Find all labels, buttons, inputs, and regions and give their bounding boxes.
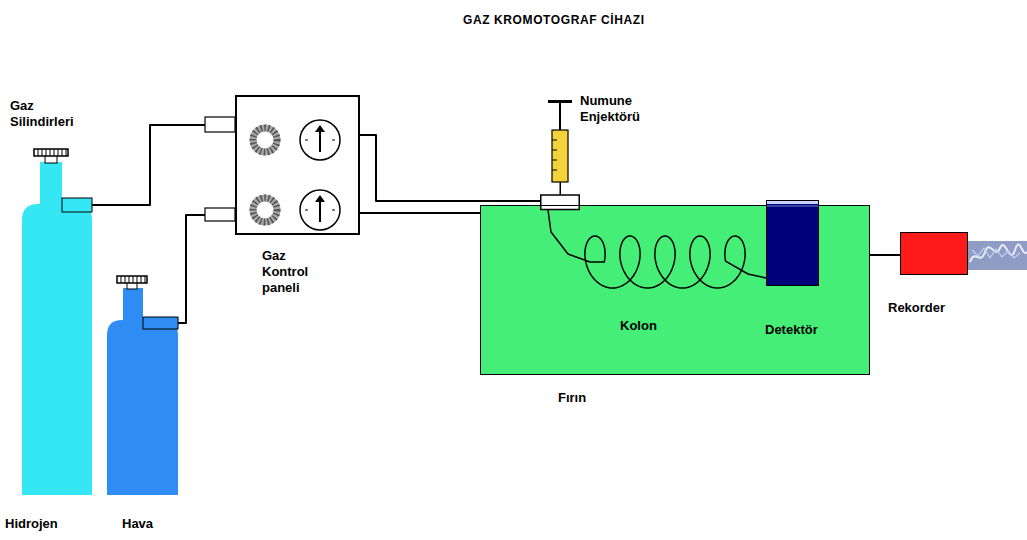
gas-line	[178, 215, 235, 323]
oven-label: Fırın	[558, 390, 586, 406]
drawing-part	[107, 320, 178, 495]
gas-line	[92, 125, 235, 205]
oven-box: FırınDetektör	[480, 205, 870, 375]
group-label: Gaz Silindirleri	[10, 98, 92, 130]
drawing-part	[253, 198, 277, 222]
drawing-part	[552, 130, 568, 182]
drawing-part	[319, 131, 321, 152]
drawing-part	[300, 120, 340, 160]
drawing-part	[123, 288, 143, 322]
node-shape	[540, 100, 580, 210]
drawing-part	[40, 162, 62, 206]
recorder-paper	[968, 241, 1027, 270]
detector-label: Detektör	[765, 322, 818, 338]
recorder-label: Rekorder	[888, 300, 945, 316]
drawing-part	[767, 201, 818, 204]
sample-injector: Numune Enjektörü	[540, 100, 580, 210]
recorder-trace	[970, 244, 1027, 262]
node-shape	[107, 275, 178, 495]
node-shape	[767, 201, 818, 285]
drawing-part	[559, 103, 561, 130]
gas-line	[870, 254, 900, 256]
drawing-part	[253, 198, 277, 222]
column-label: Kolon	[620, 318, 657, 334]
drawing-part	[143, 317, 178, 329]
drawing-part	[205, 117, 235, 132]
gas-line	[360, 135, 540, 201]
drawing-part	[315, 195, 325, 202]
recorder-trace	[972, 248, 1020, 258]
drawing-part	[253, 128, 277, 152]
drawing-part	[34, 149, 68, 156]
drawing-part	[121, 276, 145, 283]
drawing-part	[315, 125, 325, 132]
drawing-part	[541, 195, 580, 210]
drawing-part	[552, 140, 557, 170]
node-shape	[22, 148, 92, 495]
drawing-part	[205, 208, 235, 221]
drawing-part	[319, 201, 321, 222]
node-shape	[901, 233, 967, 274]
panel-label: Gaz Kontrol paneli	[262, 248, 324, 296]
drawing-part	[253, 128, 277, 152]
cylinder-label: Hidrojen	[5, 516, 58, 532]
drawing-part	[548, 100, 572, 103]
drawing-part	[305, 140, 335, 141]
gas-control-panel: Gaz Kontrol paneli	[235, 95, 360, 235]
drawing-part	[560, 182, 562, 195]
drawing-part	[117, 276, 147, 283]
column-coil	[548, 210, 766, 288]
recorder-box: Rekorder	[900, 232, 968, 275]
drawing-part	[767, 206, 818, 207]
cylinder-label: Hava	[122, 516, 153, 532]
air-cylinder: Hava	[107, 275, 178, 495]
drawing-part	[22, 204, 92, 495]
drawing-part	[62, 198, 92, 212]
node-shape	[237, 97, 358, 233]
detector-box: Detektör	[766, 200, 819, 286]
hydrogen-cylinder: Hidrojen	[22, 148, 92, 495]
injector-label: Numune Enjektörü	[580, 93, 664, 125]
drawing-part	[38, 149, 66, 156]
diagram-title: GAZ KROMOTOGRAF CİHAZI	[463, 12, 645, 28]
drawing-part	[305, 210, 335, 211]
gas-line	[360, 212, 480, 214]
drawing-part	[300, 190, 340, 230]
